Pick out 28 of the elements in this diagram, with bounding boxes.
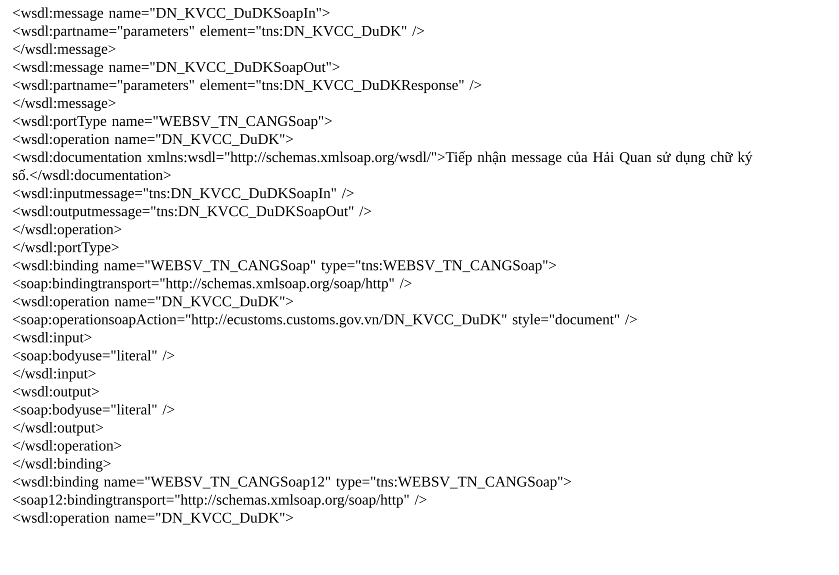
code-line: <wsdl:binding name="WEBSV_TN_CANGSoap" type="tns:WEBSV_TN_CANGSoap"> [12,260,556,274]
code-line: <wsdl:partname="parameters" element="tns:DN_KVCC_DuDKResponse" /> [12,80,482,94]
code-line: </wsdl:binding> [12,458,111,472]
code-line: </wsdl:message> [12,43,116,58]
code-line: <wsdl:message name="DN_KVCC_DuDKSoapOut"> [12,62,340,76]
code-line: <wsdl:message name="DN_KVCC_DuDKSoapIn"> [12,7,330,21]
code-line: </wsdl:input> [12,368,96,382]
code-line: <soap:bodyuse="literal" /> [12,404,174,418]
code-line: <soap:operationsoapAction="http://ecustoms.customs.gov.vn/DN_KVCC_DuDK" style="document" /> [12,314,637,328]
code-line: <wsdl:output> [12,386,99,400]
code-line: </wsdl:message> [12,98,116,112]
code-line: <soap:bindingtransport="http://schemas.xmlsoap.org/soap/http" /> [12,278,412,292]
code-line: <wsdl:operation name="DN_KVCC_DuDK"> [12,296,293,310]
code-line: <wsdl:input> [12,332,92,346]
code-line: <wsdl:operation name="DN_KVCC_DuDK"> [12,134,293,148]
code-line: <soap12:bindingtransport="http://schemas.xmlsoap.org/soap/http" /> [12,494,426,508]
code-line: <wsdl:documentation xmlns:wsdl="http://schemas.xmlsoap.org/wsdl/">Tiếp nhận message của Hải Quan sử dụng chữ ký số.</wsdl:documentation> [12,151,752,180]
code-line: <wsdl:operation name="DN_KVCC_DuDK"> [12,512,293,526]
code-line: </wsdl:output> [12,422,104,436]
code-line: </wsdl:operation> [12,440,122,454]
code-line: <wsdl:partname="parameters" element="tns:DN_KVCC_DuDK" /> [12,25,424,39]
code-line: <wsdl:portType name="WEBSV_TN_CANGSoap"> [12,116,332,130]
code-line: <wsdl:binding name="WEBSV_TN_CANGSoap12" type="tns:WEBSV_TN_CANGSoap"> [12,476,571,490]
code-line: </wsdl:portType> [12,242,119,256]
code-line: <wsdl:outputmessage="tns:DN_KVCC_DuDKSoapOut" /> [12,206,372,220]
code-line: <wsdl:inputmessage="tns:DN_KVCC_DuDKSoapIn" /> [12,188,354,202]
code-line: </wsdl:operation> [12,224,122,238]
code-line: <soap:bodyuse="literal" /> [12,350,174,364]
